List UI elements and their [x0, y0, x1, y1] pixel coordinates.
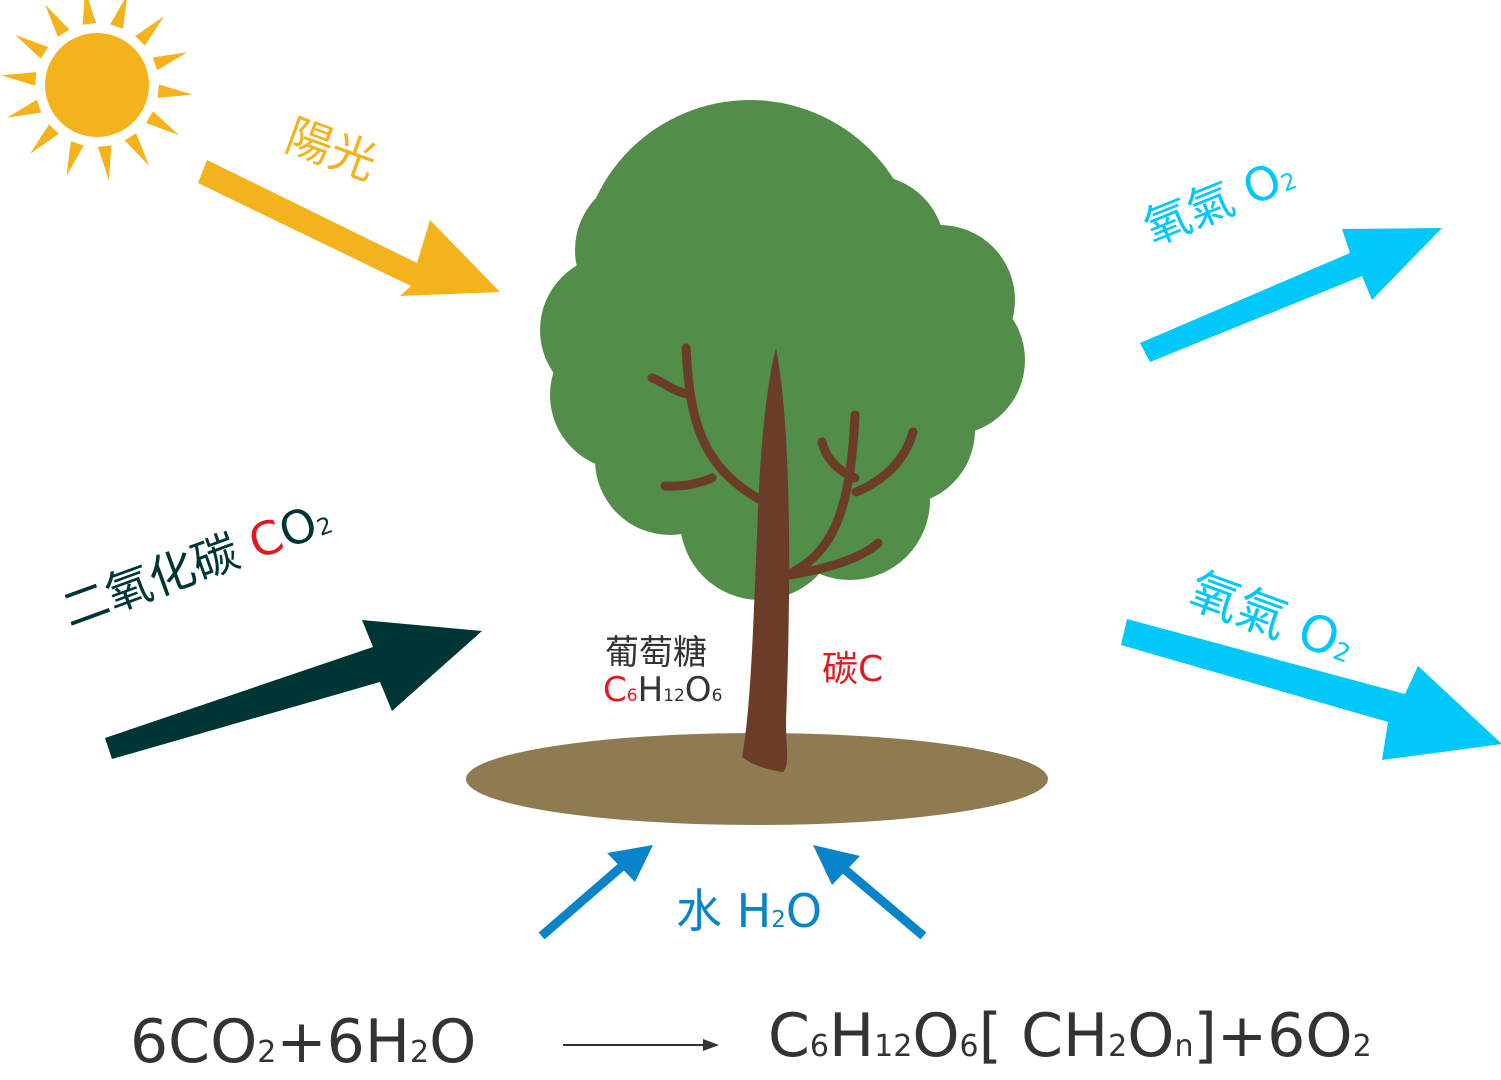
eq-left-c: O [429, 1007, 477, 1077]
water-arrows [538, 845, 927, 940]
eq-left-a-sub: 2 [257, 1035, 277, 1070]
tree-icon [540, 100, 1025, 772]
tree-branches [647, 343, 918, 585]
glucose-formula-h-sub: 12 [663, 686, 685, 706]
carbon-label: 碳C [822, 652, 883, 688]
eq-left-a: 6CO [130, 1007, 258, 1077]
eq-right-f-sub: 2 [1352, 1029, 1372, 1064]
ground [466, 733, 1048, 825]
glucose-formula-o: O [684, 670, 712, 710]
sun-ray [124, 133, 150, 166]
eq-right-f: ]+6O [1193, 1001, 1353, 1071]
sun-ray [110, 0, 127, 29]
carbon-label-text: 碳C [822, 649, 884, 690]
tree-canopy [540, 100, 1025, 600]
eq-right-d: [ CH [978, 1001, 1109, 1071]
eq-right-d-sub: 2 [1108, 1029, 1128, 1064]
oxygen-arrow-bottom [1121, 619, 1501, 760]
eq-right-a: C [768, 1001, 810, 1071]
eq-right-e-sub: n [1174, 1029, 1194, 1064]
eq-left-b: +6H [276, 1007, 410, 1077]
oxygen-arrow-top [1140, 228, 1442, 362]
sun-ray [152, 52, 188, 71]
glucose-formula-c: C [603, 670, 627, 710]
water-label-text: 水 [676, 884, 722, 938]
sun-ray [30, 124, 59, 154]
equation-products: C6H12O6[ CH2On]+6O2 [768, 1006, 1372, 1066]
glucose-formula-o-sub: 6 [711, 686, 723, 706]
sun-ray [6, 99, 42, 118]
sun-ray [146, 111, 179, 136]
eq-right-b: H [829, 1001, 875, 1071]
sun-ray [66, 141, 84, 176]
sunlight-arrow [198, 160, 500, 296]
sun-ray [135, 16, 164, 46]
eq-right-e: O [1127, 1001, 1175, 1071]
sun-icon [1, 0, 193, 181]
glucose-formula-h: H [637, 670, 664, 710]
water-label-o: O [785, 884, 823, 938]
water-label: 水 H2O [676, 888, 822, 934]
eq-right-c: O [912, 1001, 960, 1071]
glucose-label: 葡萄糖 [605, 636, 707, 670]
eq-left-b-sub: 2 [409, 1035, 430, 1070]
sun-ray [1, 72, 37, 86]
glucose-formula: C6H12O6 [603, 673, 722, 707]
sun-ray [15, 34, 49, 59]
glucose-formula-c-sub: 6 [626, 686, 638, 706]
co2-arrow [105, 620, 482, 759]
sun-ray [157, 84, 193, 98]
sun-ray [97, 145, 112, 181]
water-label-h: H [736, 884, 772, 938]
equation-arrow [563, 1039, 719, 1051]
equation-reactants: 6CO2+6H2O [130, 1012, 476, 1072]
eq-right-b-sub: 12 [874, 1029, 913, 1064]
water-label-sub: 2 [771, 907, 786, 933]
tree-trunk [742, 348, 790, 772]
sun-ray [82, 0, 97, 25]
eq-right-c-sub: 6 [959, 1029, 979, 1064]
glucose-label-text: 葡萄糖 [605, 633, 707, 673]
sun-ray [44, 4, 70, 37]
eq-right-a-sub: 6 [809, 1029, 829, 1064]
